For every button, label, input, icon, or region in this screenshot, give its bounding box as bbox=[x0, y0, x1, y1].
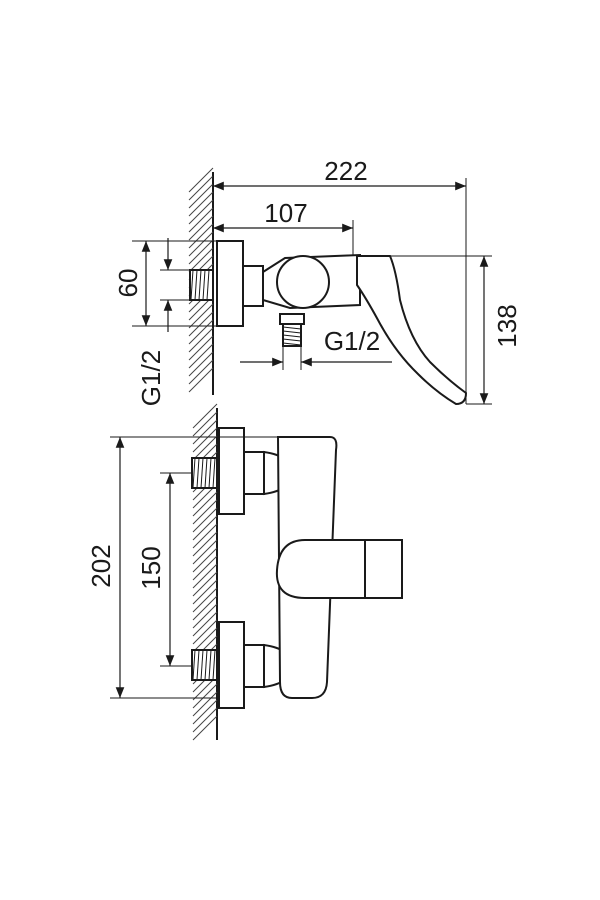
dim-label-g12-inlet: G1/2 bbox=[136, 350, 166, 406]
dim-107: 107 bbox=[213, 198, 354, 256]
cartridge-cap bbox=[275, 539, 366, 599]
dim-label-138: 138 bbox=[492, 304, 522, 347]
inlet-thread-top bbox=[189, 269, 214, 301]
dim-g12-inlet: G1/2 bbox=[136, 238, 190, 406]
dim-222: 222 bbox=[212, 156, 467, 404]
upper-nut bbox=[243, 451, 265, 495]
dim-label-60: 60 bbox=[113, 269, 143, 298]
lever-end bbox=[364, 539, 403, 599]
round-boss-top bbox=[276, 255, 330, 309]
lever-handle bbox=[356, 255, 468, 406]
dim-202: 202 bbox=[86, 436, 278, 699]
dim-label-g12-outlet: G1/2 bbox=[324, 326, 380, 356]
dim-150: 150 bbox=[136, 472, 192, 667]
upper-flange bbox=[218, 427, 245, 515]
wall-front bbox=[192, 403, 218, 741]
upper-inlet bbox=[191, 427, 294, 515]
dim-label-222: 222 bbox=[324, 156, 367, 186]
top-view: 222 107 60 G1/2 G1/2 bbox=[113, 156, 522, 406]
outlet-fitting-top bbox=[279, 313, 305, 347]
front-view: 202 150 bbox=[86, 403, 403, 741]
dim-label-202: 202 bbox=[86, 544, 116, 587]
lower-flange bbox=[218, 621, 245, 709]
dim-138: 138 bbox=[390, 255, 522, 405]
flange-top bbox=[216, 240, 244, 327]
dim-60: 60 bbox=[113, 240, 217, 327]
lower-nut bbox=[243, 644, 265, 688]
dim-label-150: 150 bbox=[136, 546, 166, 589]
dim-label-107: 107 bbox=[264, 198, 307, 228]
nut-top bbox=[242, 265, 264, 307]
lower-inlet bbox=[191, 621, 294, 709]
dim-g12-outlet: G1/2 bbox=[240, 326, 392, 370]
